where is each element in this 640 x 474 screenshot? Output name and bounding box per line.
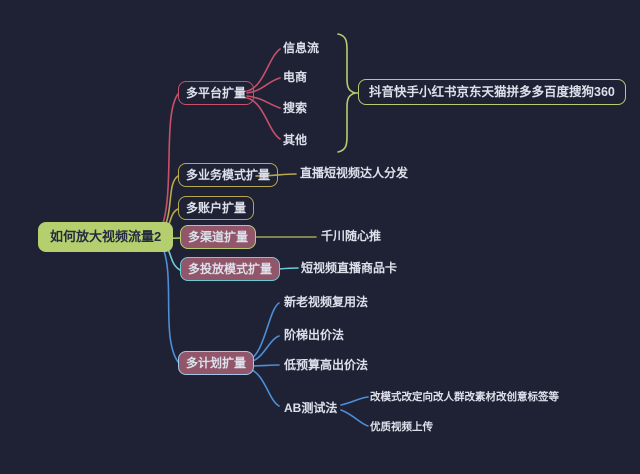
node-live-shortvideo-talent-distribution[interactable]: 直播短视频达人分发 <box>300 166 409 180</box>
node-multi-placement-mode[interactable]: 多投放模式扩量 <box>180 257 281 281</box>
node-shortvideo-live-product-card[interactable]: 短视频直播商品卡 <box>301 261 398 275</box>
node-quality-video-upload[interactable]: 优质视频上传 <box>370 421 433 433</box>
node-ecommerce[interactable]: 电商 <box>283 70 308 84</box>
node-qianchuan-suixintui[interactable]: 千川随心推 <box>321 229 382 243</box>
node-change-mode-targeting-audience-material-tags[interactable]: 改模式改定向改人群改素材改创意标签等 <box>370 391 559 403</box>
brace-bracket <box>337 33 358 153</box>
node-old-new-video-reuse[interactable]: 新老视频复用法 <box>284 295 369 309</box>
connector-platform-other <box>246 97 281 140</box>
node-other[interactable]: 其他 <box>283 133 308 147</box>
node-search[interactable]: 搜索 <box>283 101 308 115</box>
connector-abtest-upload <box>340 409 369 427</box>
connector-platform-search <box>246 95 281 109</box>
node-low-budget-high-bid[interactable]: 低预算高出价法 <box>284 358 369 372</box>
node-ladder-bidding[interactable]: 阶梯出价法 <box>284 328 345 342</box>
connector-platform-infoflow <box>246 48 281 92</box>
node-multi-account[interactable]: 多账户扩量 <box>178 196 255 220</box>
connector-platform-ecommerce <box>246 77 281 94</box>
root-node[interactable]: 如何放大视频流量2 <box>38 222 174 252</box>
node-multi-business-model[interactable]: 多业务模式扩量 <box>178 163 279 187</box>
connector-root-platform <box>159 93 179 233</box>
node-platforms-note[interactable]: 抖音快手小红书京东天猫拼多多百度搜狗360 <box>358 79 626 105</box>
connector-root-plan <box>159 241 179 363</box>
node-info-flow[interactable]: 信息流 <box>283 41 320 55</box>
connector-abtest-change <box>340 396 369 406</box>
node-multi-channel[interactable]: 多渠道扩量 <box>180 225 257 249</box>
node-ab-testing[interactable]: AB测试法 <box>284 401 338 415</box>
node-multi-platform[interactable]: 多平台扩量 <box>178 81 255 105</box>
node-multi-plan[interactable]: 多计划扩量 <box>178 351 255 375</box>
connector-plan-abtest <box>246 367 280 407</box>
